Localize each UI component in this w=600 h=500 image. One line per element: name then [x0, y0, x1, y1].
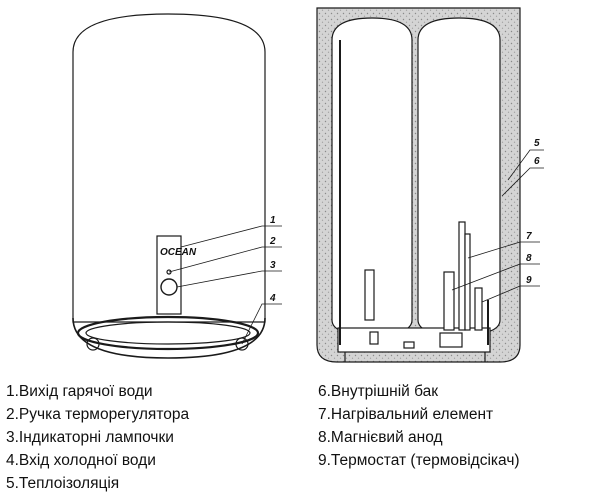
- exterior-callouts: [168, 225, 282, 345]
- legend-item: 6.Внутрішній бак: [318, 383, 439, 400]
- hot-water-outlet: [86, 337, 100, 351]
- cross-section-view: [316, 7, 521, 363]
- legend-item: 5.Теплоізоляція: [6, 475, 120, 492]
- magnesium-anode: [443, 271, 455, 331]
- indicator-lamp: [166, 269, 172, 275]
- callout-9: 9: [526, 275, 532, 286]
- callout-1: 1: [270, 215, 276, 226]
- section-callouts: [451, 149, 544, 303]
- legend-item: 1.Вихід гарячої води: [6, 383, 153, 400]
- exterior-view: [72, 13, 266, 359]
- legend-item: 3.Індикаторні лампочки: [6, 429, 174, 446]
- callout-4: 4: [269, 293, 276, 304]
- legend-item: 4.Вхід холодної води: [6, 452, 156, 469]
- callout-6: 6: [534, 156, 540, 167]
- callout-3: 3: [270, 260, 276, 271]
- callout-2: 2: [269, 236, 276, 247]
- brand-label: OCEAN: [160, 247, 197, 258]
- legend-left: 1.Вихід гарячої води 2.Ручка терморегуля…: [6, 380, 189, 495]
- control-panel: [156, 235, 182, 315]
- callout-7: 7: [526, 231, 532, 242]
- legend-item: 8.Магнієвий анод: [318, 429, 443, 446]
- callout-8: 8: [526, 253, 532, 264]
- water-heater-diagram: OCEAN 1 2 3 4: [72, 7, 544, 363]
- callout-5: 5: [534, 138, 540, 149]
- legend-item: 7.Нагрівальний елемент: [318, 406, 494, 423]
- legend-item: 2.Ручка терморегулятора: [6, 406, 190, 423]
- legend-item: 9.Термостат (термовідсікач): [318, 452, 520, 469]
- bottom-cap: [72, 317, 266, 359]
- heating-element: [458, 221, 466, 331]
- cold-water-inlet: [235, 337, 249, 351]
- heater-body: [72, 13, 266, 323]
- thermostat: [474, 287, 483, 331]
- legend-right: 6.Внутрішній бак 7.Нагрівальний елемент …: [318, 380, 520, 472]
- bottom-ring: [76, 315, 260, 351]
